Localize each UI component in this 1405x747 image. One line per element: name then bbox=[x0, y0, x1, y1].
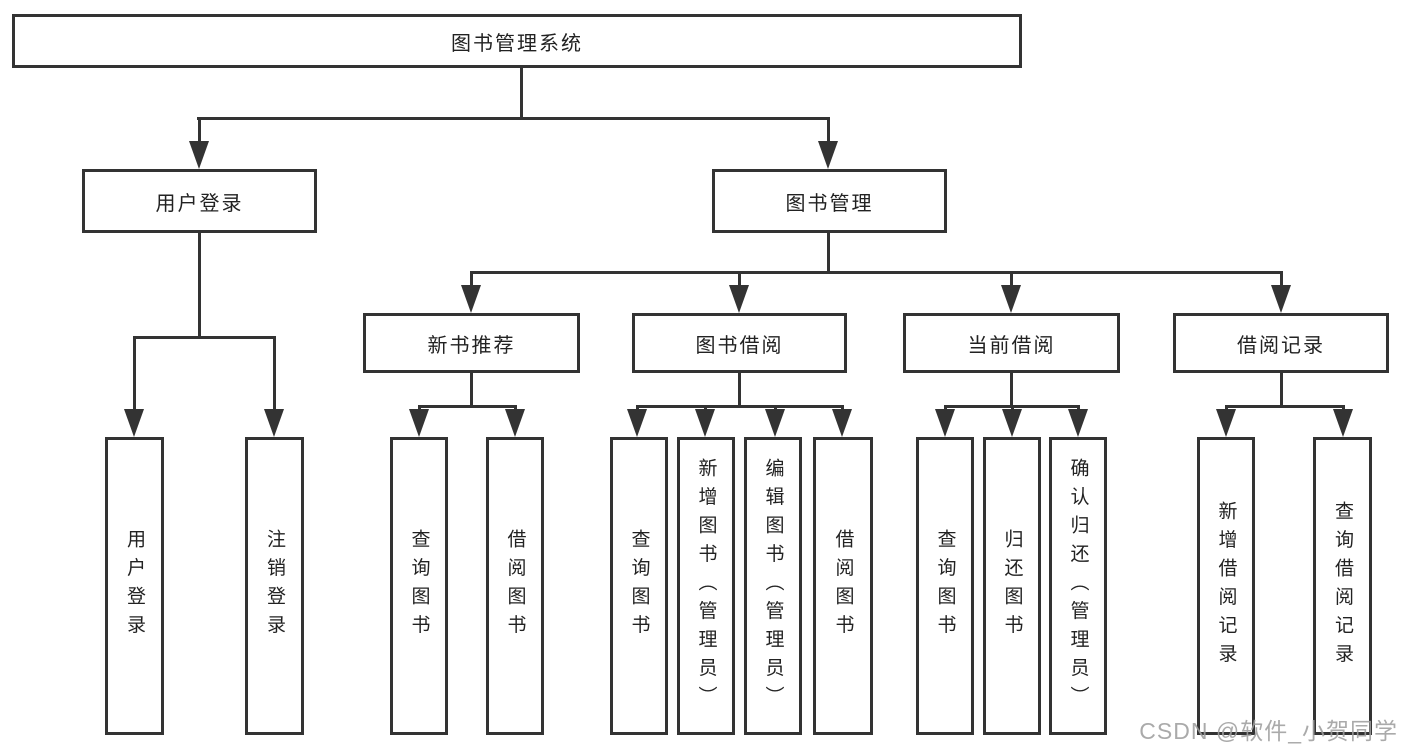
arrowhead-down-icon bbox=[627, 409, 647, 437]
leaf-query-books-current: 查询图书 bbox=[916, 437, 974, 735]
arrowhead-down-icon bbox=[1002, 409, 1022, 437]
connector-level2-rail bbox=[470, 271, 1282, 274]
connector-userlogin-stem bbox=[198, 233, 201, 339]
node-library-management-system: 图书管理系统 bbox=[12, 14, 1022, 68]
arrowhead-down-icon bbox=[505, 409, 525, 437]
leaf-query-books-borrow: 查询图书 bbox=[610, 437, 668, 735]
arrowhead-down-icon bbox=[765, 409, 785, 437]
connector-arrow-shaft bbox=[1280, 271, 1283, 289]
leaf-add-book-admin: 新增图书（管理员） bbox=[677, 437, 735, 735]
leaf-user-login: 用户登录 bbox=[105, 437, 164, 735]
arrowhead-down-icon bbox=[124, 409, 144, 437]
node-book-management: 图书管理 bbox=[712, 169, 947, 233]
arrowhead-down-icon bbox=[189, 141, 209, 169]
connector-borrow-stem bbox=[738, 371, 741, 407]
arrowhead-down-icon bbox=[729, 285, 749, 313]
connector-arrow-shaft bbox=[827, 117, 830, 143]
leaf-edit-book-admin: 编辑图书（管理员） bbox=[744, 437, 802, 735]
connector-bookmgmt-stem bbox=[827, 233, 830, 274]
connector-arrow-shaft bbox=[133, 336, 136, 413]
connector-arrow-shaft bbox=[198, 117, 201, 143]
arrowhead-down-icon bbox=[1068, 409, 1088, 437]
csdn-watermark: CSDN @软件_小贺同学 bbox=[1139, 718, 1398, 744]
leaf-add-borrow-record: 新增借阅记录 bbox=[1197, 437, 1255, 735]
arrowhead-down-icon bbox=[409, 409, 429, 437]
leaf-logout: 注销登录 bbox=[245, 437, 304, 735]
arrowhead-down-icon bbox=[832, 409, 852, 437]
leaf-return-book: 归还图书 bbox=[983, 437, 1041, 735]
connector-records-stem bbox=[1280, 371, 1283, 407]
leaf-query-books-newbook: 查询图书 bbox=[390, 437, 448, 735]
connector-newbook-rail bbox=[418, 405, 516, 408]
arrowhead-down-icon bbox=[935, 409, 955, 437]
connector-records-rail bbox=[1225, 405, 1343, 408]
node-new-book-recommend: 新书推荐 bbox=[363, 313, 580, 373]
arrowhead-down-icon bbox=[1001, 285, 1021, 313]
connector-arrow-shaft bbox=[1010, 271, 1013, 289]
arrowhead-down-icon bbox=[1216, 409, 1236, 437]
leaf-borrow-books-borrow: 借阅图书 bbox=[813, 437, 873, 735]
leaf-confirm-return-admin: 确认归还（管理员） bbox=[1049, 437, 1107, 735]
node-user-login: 用户登录 bbox=[82, 169, 317, 233]
connector-arrow-shaft bbox=[738, 271, 741, 289]
connector-level1-rail bbox=[197, 117, 830, 120]
connector-newbook-stem bbox=[470, 371, 473, 407]
arrowhead-down-icon bbox=[695, 409, 715, 437]
connector-borrow-rail bbox=[636, 405, 843, 408]
leaf-query-borrow-record: 查询借阅记录 bbox=[1313, 437, 1372, 735]
leaf-borrow-books-newbook: 借阅图书 bbox=[486, 437, 544, 735]
connector-current-stem bbox=[1010, 371, 1013, 407]
arrowhead-down-icon bbox=[818, 141, 838, 169]
node-borrow-records: 借阅记录 bbox=[1173, 313, 1389, 373]
connector-root-stem bbox=[520, 67, 523, 120]
node-book-borrow: 图书借阅 bbox=[632, 313, 847, 373]
connector-userlogin-rail bbox=[133, 336, 275, 339]
connector-arrow-shaft bbox=[273, 336, 276, 413]
node-current-borrow: 当前借阅 bbox=[903, 313, 1120, 373]
arrowhead-down-icon bbox=[1271, 285, 1291, 313]
connector-arrow-shaft bbox=[470, 271, 473, 289]
arrowhead-down-icon bbox=[264, 409, 284, 437]
arrowhead-down-icon bbox=[1333, 409, 1353, 437]
arrowhead-down-icon bbox=[461, 285, 481, 313]
